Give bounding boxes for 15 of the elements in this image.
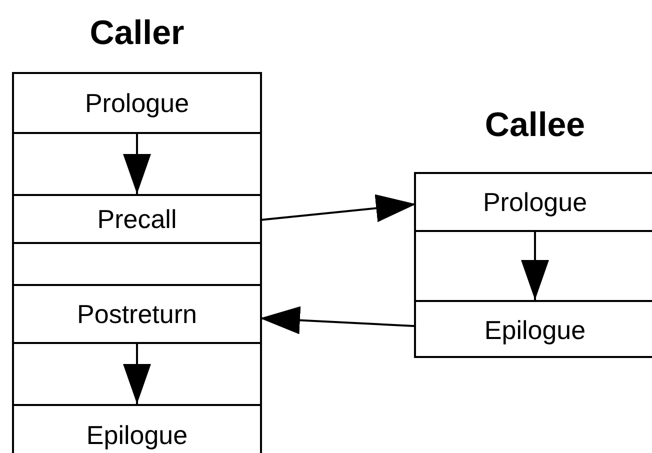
arrow — [260, 194, 416, 222]
box-label: Prologue — [84, 88, 190, 118]
box-label: Prologue — [482, 186, 588, 218]
arrow — [521, 232, 549, 300]
box-label: Postreturn — [77, 298, 197, 330]
process-box — [14, 284, 260, 344]
arrow — [260, 306, 416, 334]
column-title: Caller — [88, 14, 186, 53]
box-label: Epilogue — [484, 314, 586, 346]
box-label: Precall — [97, 204, 177, 234]
box-label: Epilogue — [86, 420, 188, 450]
arrow — [123, 344, 151, 404]
arrow — [123, 134, 151, 194]
process-box — [14, 194, 260, 244]
column-title: Callee — [484, 106, 586, 145]
